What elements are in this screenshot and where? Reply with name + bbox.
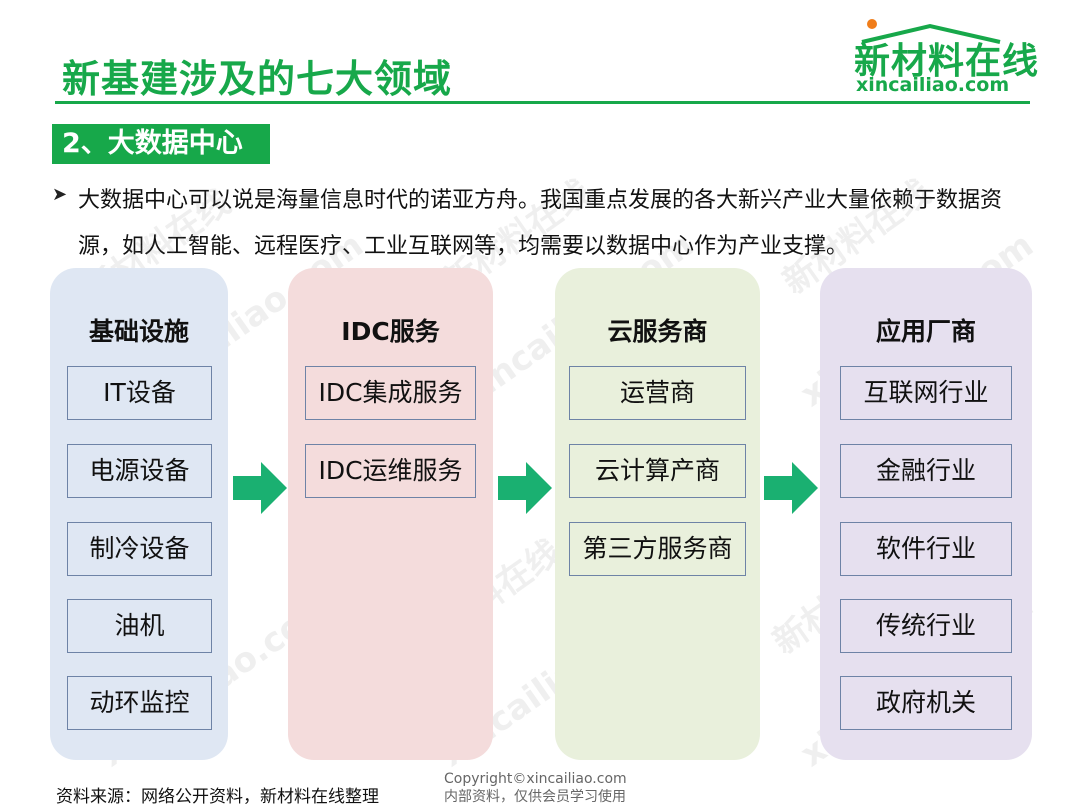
column-title: 云服务商 [607, 317, 708, 346]
list-item: 第三方服务商 [569, 522, 746, 576]
bullet-text: 大数据中心可以说是海量信息时代的诺亚方舟。我国重点发展的各大新兴产业大量依赖于数… [78, 188, 1003, 259]
list-item: 云计算产商 [569, 444, 746, 498]
section-label: 2、大数据中心 [52, 124, 270, 164]
copyright-note: Copyright©xincailiao.com 内部资料，仅供会员学习使用 [444, 770, 654, 806]
copyright-text: Copyright©xincailiao.com [444, 771, 627, 787]
flow-arrow-icon [764, 462, 818, 514]
list-item: 金融行业 [840, 444, 1012, 498]
source-note: 资料来源：网络公开资料，新材料在线整理 [56, 787, 379, 807]
column-title: 应用厂商 [875, 317, 976, 346]
flow-arrow-icon [498, 462, 552, 514]
flow-arrow-icon [233, 462, 287, 514]
logo-text-cn: 新材料在线 [854, 41, 1040, 82]
list-item: 运营商 [569, 366, 746, 420]
list-item: 政府机关 [840, 676, 1012, 730]
bullet-arrow-icon: ➤ [52, 184, 68, 205]
internal-use-text: 内部资料，仅供会员学习使用 [444, 789, 626, 805]
list-item: 软件行业 [840, 522, 1012, 576]
list-item: IDC集成服务 [305, 366, 476, 420]
brand-logo: 新材料在线 xincailiao.com [840, 18, 1040, 98]
list-item: 油机 [67, 599, 212, 653]
list-item: 电源设备 [67, 444, 212, 498]
page-title: 新基建涉及的七大领域 [62, 57, 453, 101]
list-item: IT设备 [67, 366, 212, 420]
column-application-vendors: 应用厂商 互联网行业 金融行业 软件行业 传统行业 政府机关 [820, 268, 1032, 760]
column-title: 基础设施 [88, 317, 189, 346]
list-item: 动环监控 [67, 676, 212, 730]
list-item: 传统行业 [840, 599, 1012, 653]
column-title: IDC服务 [341, 317, 440, 346]
logo-text-en: xincailiao.com [856, 74, 1010, 96]
house-roof-icon [861, 19, 1001, 44]
column-cloud-providers: 云服务商 运营商 云计算产商 第三方服务商 [555, 268, 760, 760]
list-item: 制冷设备 [67, 522, 212, 576]
header-divider [55, 101, 1030, 104]
list-item: 互联网行业 [840, 366, 1012, 420]
column-infrastructure: 基础设施 IT设备 电源设备 制冷设备 油机 动环监控 [50, 268, 228, 760]
list-item: IDC运维服务 [305, 444, 476, 498]
column-idc-services: IDC服务 IDC集成服务 IDC运维服务 [288, 268, 493, 760]
